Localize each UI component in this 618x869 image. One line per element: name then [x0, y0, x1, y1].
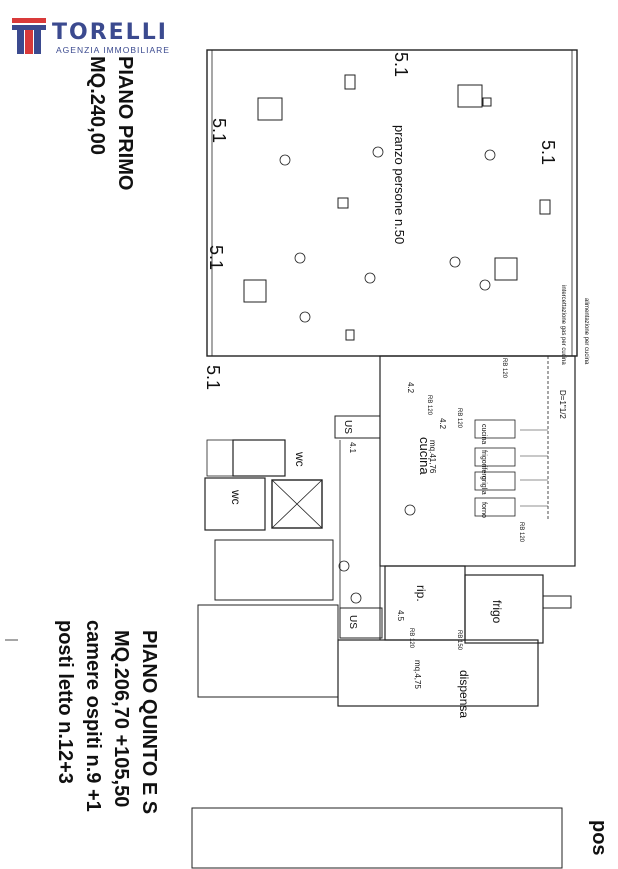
floor1-title: PIANO PRIMO [114, 56, 136, 191]
rip-label: rip. [414, 585, 428, 602]
rb-120-e: RB 120 [408, 628, 414, 649]
code-45: 4.5 [396, 610, 405, 622]
floor1-area: MQ.240,00 [86, 56, 108, 155]
logo-brand: TORELLI [52, 20, 168, 45]
rb-120-c: RB 120 [501, 358, 507, 379]
wc-label-a: wc [293, 451, 307, 467]
gas-note: D=1"1/2 [558, 390, 567, 419]
code-51-c: 5.1 [209, 118, 229, 143]
floor5-title: PIANO QUINTO E S [138, 630, 160, 815]
corner-text: pos [588, 820, 610, 856]
rb-120-a: RB 120 [426, 395, 432, 416]
code-42-a: 4.2 [406, 382, 415, 394]
code-51-a: 5.1 [391, 52, 411, 77]
rb-120-d: RB 120 [518, 522, 524, 543]
appliance-frigo: frigorifero [480, 450, 487, 480]
rb-120-b: RB 120 [456, 408, 462, 429]
code-51-b: 5.1 [538, 140, 558, 165]
code-41: 4.1 [348, 442, 357, 454]
appliance-cucina: cucina [480, 424, 487, 444]
code-42-b: 4.2 [438, 418, 447, 430]
agency-logo: TORELLI AGENZIA IMMOBILIARE [12, 18, 172, 58]
kitchen-area-label: mq.41,76 [428, 440, 437, 474]
code-51-e: 5.1 [203, 365, 223, 390]
wc-label-b: wc [229, 489, 243, 505]
appliance-griglia: griglia [480, 476, 487, 495]
dining-label: pranzo persone n.50 [392, 125, 407, 244]
code-51-d: 5.1 [206, 245, 226, 270]
note-alimentazione: intercettazione gas per cucina [560, 285, 566, 365]
floor5-area: MQ.206,70 +105,50 [110, 630, 132, 808]
rb-150: RB 150 [456, 630, 462, 651]
floor5-beds: posti letto n.12+3 [54, 620, 76, 784]
us-label-a: US [342, 420, 353, 434]
note-aspirazione: alimentazione per cucina [583, 298, 589, 365]
appliance-forno: forno [480, 502, 487, 518]
logo-mark-icon [12, 18, 46, 54]
us-label-b: US [347, 615, 358, 629]
logo-subtitle: AGENZIA IMMOBILIARE [56, 45, 170, 55]
dispensa-label: dispensa [457, 670, 471, 718]
kitchen-label: cucina [417, 437, 432, 475]
floor5-rooms: camere ospiti n.9 +1 [82, 620, 104, 812]
frigo-label: frigo [490, 600, 504, 624]
dispensa-area-label: mq.4,75 [413, 660, 422, 689]
